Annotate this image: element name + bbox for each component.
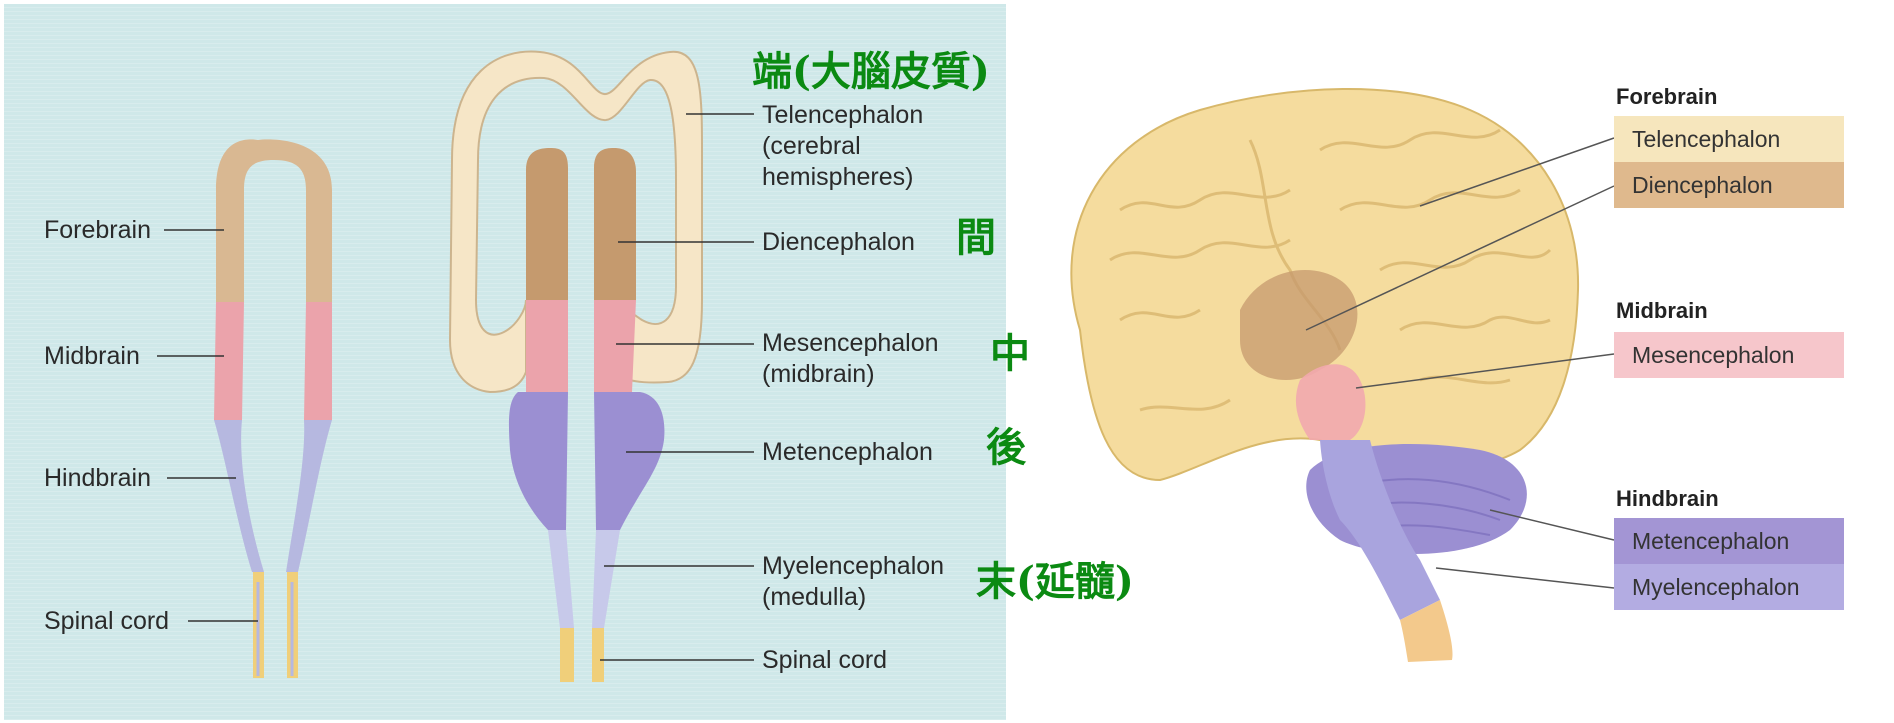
- tube-metencephalon: [509, 392, 665, 530]
- label-midbrain: Midbrain: [44, 341, 140, 371]
- legend-header-forebrain: Forebrain: [1616, 84, 1717, 110]
- label-telencephalon: Telencephalon (cerebral hemispheres): [762, 100, 923, 193]
- brain-mesencephalon: [1296, 364, 1366, 440]
- tube-spinal-cord-left-5: [560, 628, 574, 682]
- legend-mesencephalon: Mesencephalon: [1614, 332, 1844, 378]
- legend-header-hindbrain: Hindbrain: [1616, 486, 1719, 512]
- label-metencephalon: Metencephalon: [762, 437, 933, 467]
- label-mesencephalon: Mesencephalon (midbrain): [762, 328, 939, 390]
- legend-diencephalon: Diencephalon: [1614, 162, 1844, 208]
- tube-forebrain: [216, 139, 332, 302]
- chinese-myelencephalon: 末(延髓): [976, 560, 1134, 604]
- tube-myelencephalon: [548, 530, 620, 628]
- legend-myelencephalon: Myelencephalon: [1614, 564, 1844, 610]
- legend-metencephalon: Metencephalon: [1614, 518, 1844, 564]
- legend-telencephalon: Telencephalon: [1614, 116, 1844, 162]
- label-hindbrain: Hindbrain: [44, 463, 151, 493]
- chinese-diencephalon: 間: [956, 216, 996, 260]
- legend-header-midbrain: Midbrain: [1616, 298, 1708, 324]
- label-diencephalon: Diencephalon: [762, 227, 915, 257]
- label-forebrain: Forebrain: [44, 215, 151, 245]
- label-myelencephalon: Myelencephalon (medulla): [762, 551, 944, 613]
- chinese-telencephalon: 端(大腦皮質): [752, 50, 990, 94]
- tube-diencephalon: [526, 148, 636, 300]
- label-spinal-cord-middle: Spinal cord: [762, 645, 887, 675]
- tube-hindbrain: [214, 420, 332, 572]
- tube-midbrain: [214, 302, 332, 420]
- tube-spinal-cord-right-5: [592, 628, 604, 682]
- tube-mesencephalon: [526, 300, 636, 392]
- three-vesicle-tube: [214, 139, 332, 678]
- tube-telencephalon: [450, 52, 702, 392]
- chinese-metencephalon: 後: [986, 426, 1026, 470]
- chinese-mesencephalon: 中: [990, 332, 1030, 376]
- five-vesicle-tube: [450, 52, 702, 682]
- label-spinal-cord-left: Spinal cord: [44, 606, 169, 636]
